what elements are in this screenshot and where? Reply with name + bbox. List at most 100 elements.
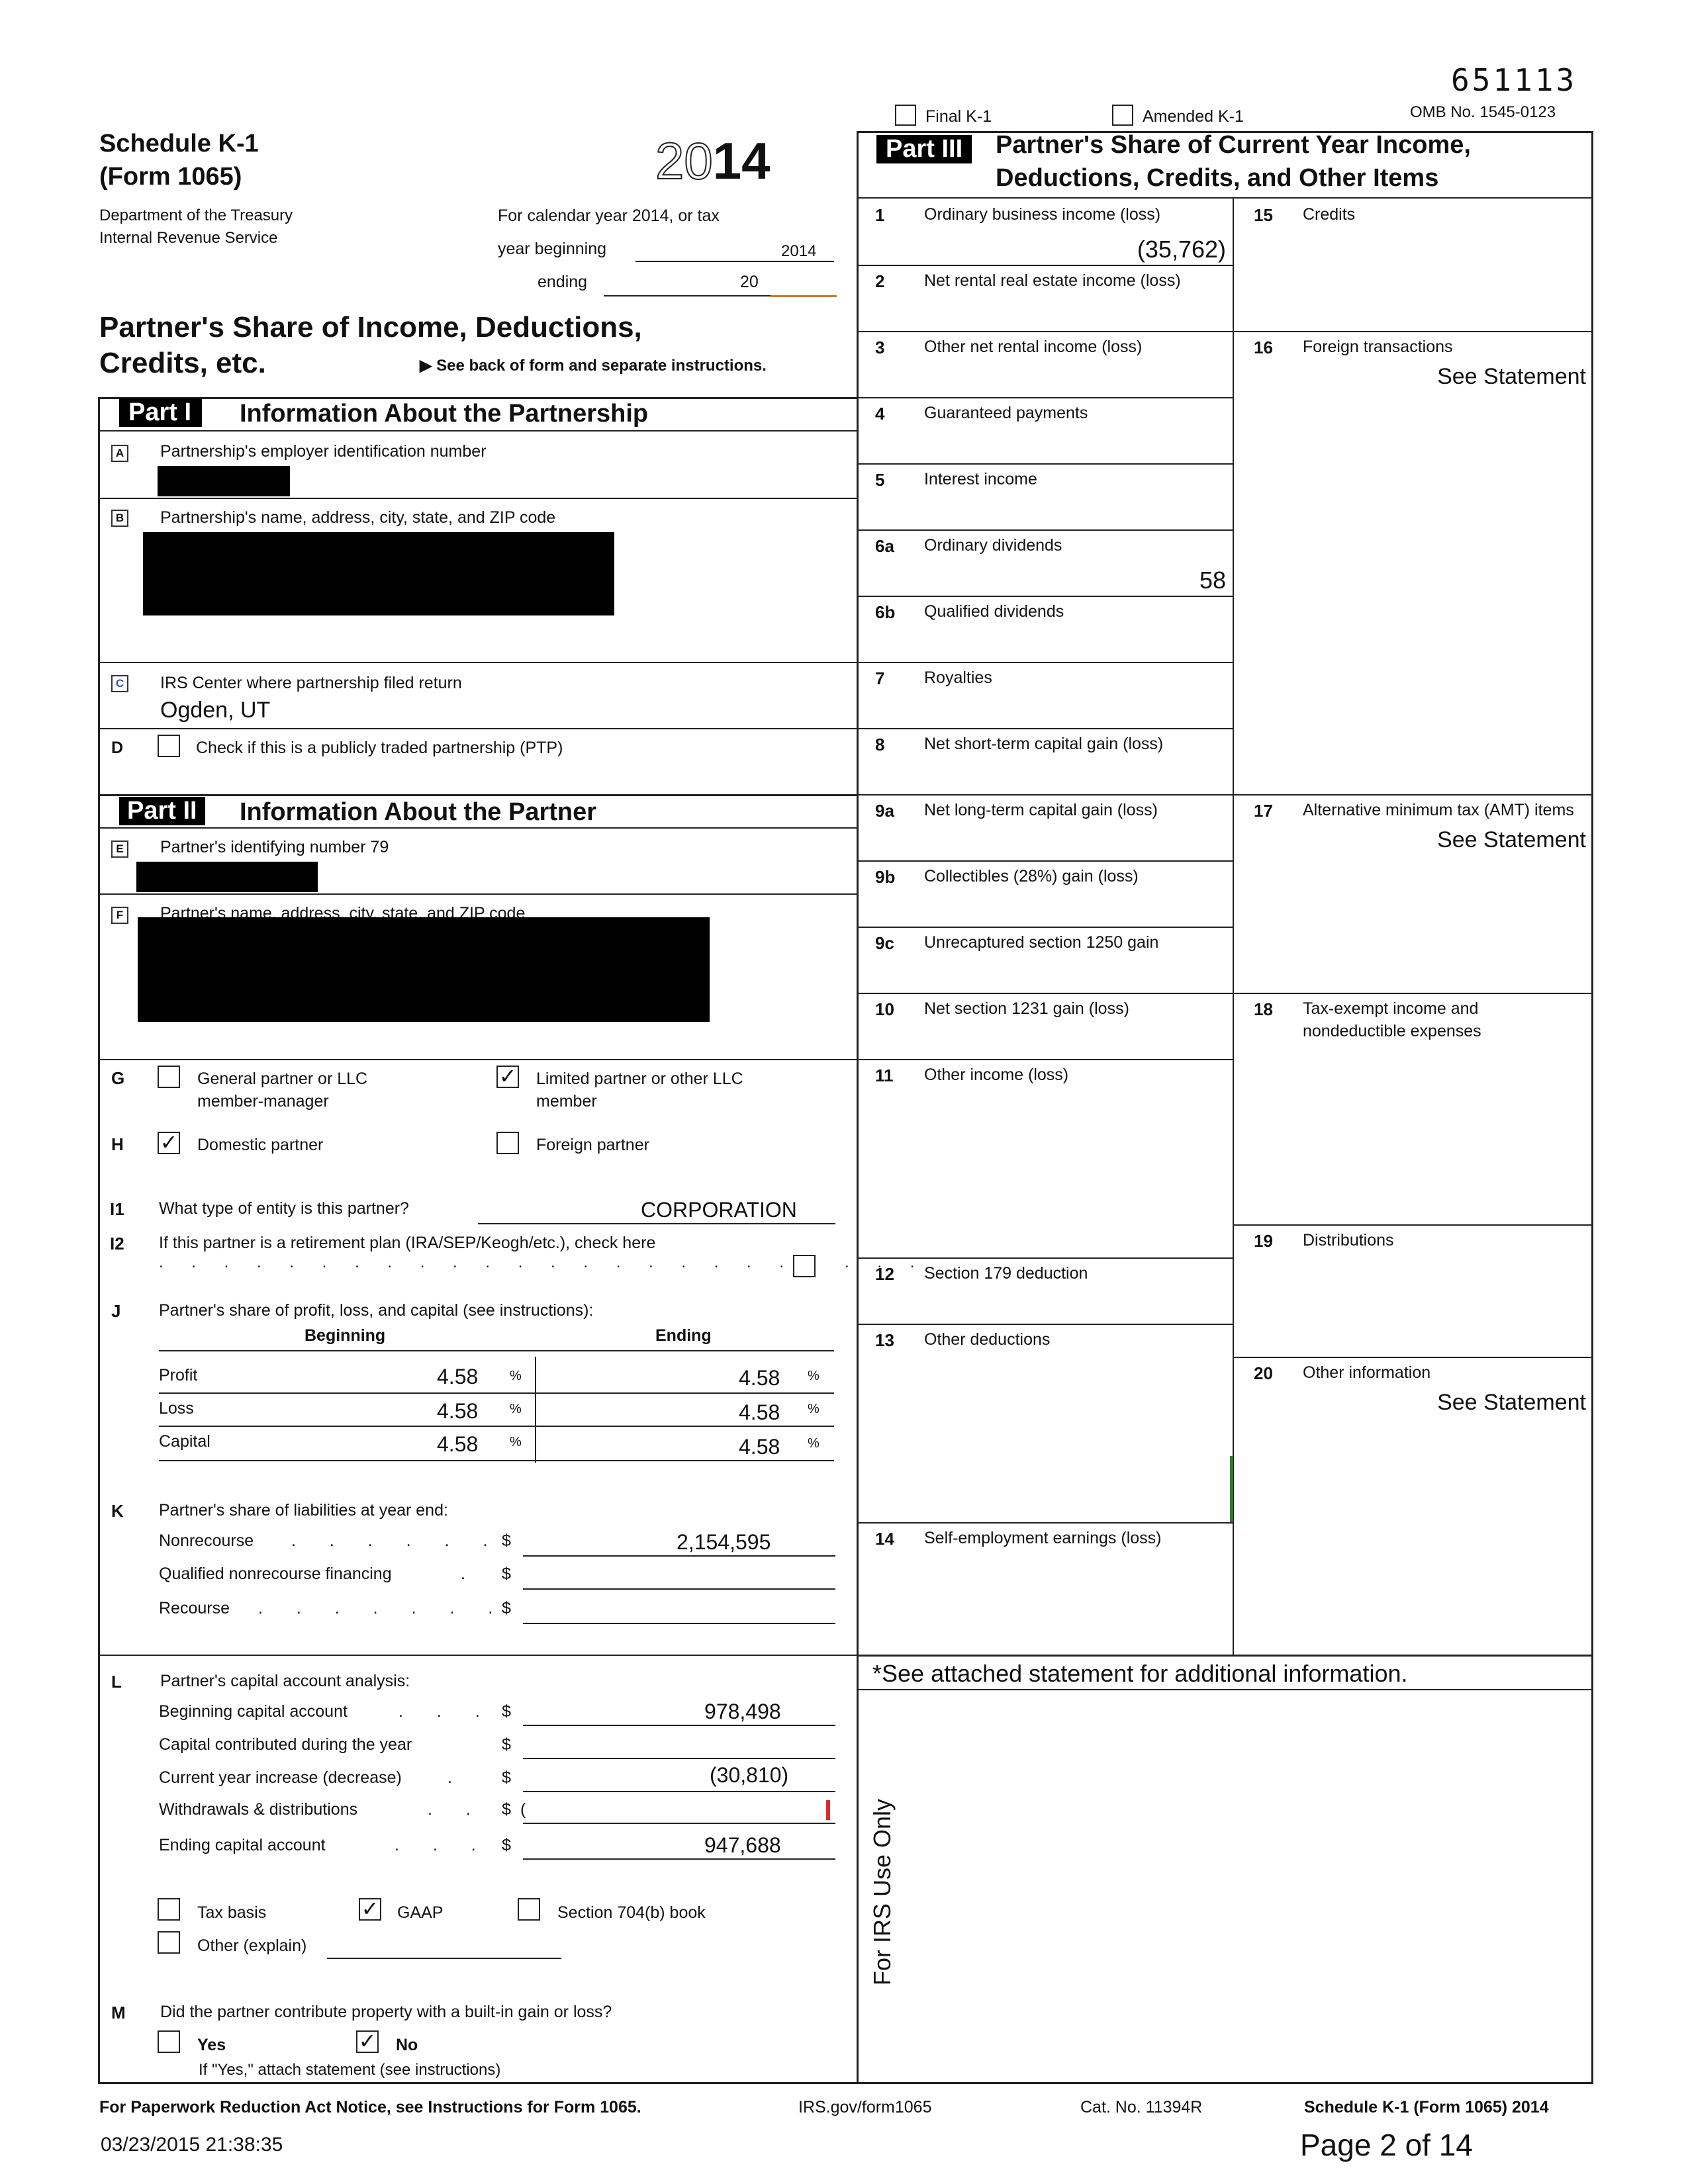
other-explain-checkbox[interactable] — [158, 1931, 180, 1954]
box-7-number: 7 — [875, 668, 885, 688]
retirement-plan-leader: . . . . . . . . . . . . . . . . . . . . … — [159, 1253, 927, 1271]
ptp-letter: D — [111, 739, 124, 757]
calendar-year-text: For calendar year 2014, or tax — [498, 206, 720, 225]
share-ending-header: Ending — [655, 1326, 712, 1345]
beginning-capital-value: 978,498 — [704, 1700, 781, 1723]
k-letter: K — [111, 1501, 124, 1521]
withdrawals-leader: . . — [428, 1800, 485, 1819]
box-12-number: 12 — [875, 1264, 894, 1284]
built-in-gain-note: If "Yes," attach statement (see instruct… — [199, 2061, 501, 2079]
l-letter: L — [111, 1672, 122, 1692]
partner-address-redacted — [138, 917, 710, 1022]
share-label: Partner's share of profit, loss, and cap… — [159, 1301, 594, 1320]
year-beginning-label: year beginning — [498, 240, 607, 258]
ending-value: 20 — [740, 273, 759, 291]
catalog-number: Cat. No. 11394R — [1080, 2098, 1203, 2116]
irs-center-label: IRS Center where partnership filed retur… — [160, 674, 462, 692]
box-3-rule — [857, 397, 1234, 398]
section-704b-checkbox[interactable] — [518, 1898, 540, 1921]
retirement-plan-label: If this partner is a retirement plan (IR… — [159, 1234, 656, 1252]
nonrecourse-leader: . . . . . . — [291, 1531, 502, 1550]
box-16-label: Foreign transactions — [1303, 338, 1453, 356]
box-6a-number: 6a — [875, 536, 894, 556]
box-9b-rule — [857, 927, 1234, 928]
footer-schedule: Schedule K-1 (Form 1065) 2014 — [1304, 2098, 1549, 2116]
box-10-label: Net section 1231 gain (loss) — [924, 999, 1129, 1018]
amended-k1-checkbox[interactable] — [1112, 105, 1133, 126]
built-in-gain-no-label: No — [396, 2036, 418, 2054]
share-profit-begin: 4.58 — [437, 1365, 479, 1388]
box-16-number: 16 — [1254, 338, 1273, 357]
box-9c-number: 9c — [875, 933, 894, 953]
built-in-gain-yes-checkbox[interactable] — [158, 2030, 180, 2053]
other-explain-label: Other (explain) — [197, 1936, 307, 1955]
timestamp: 03/23/2015 21:38:35 — [101, 2134, 283, 2156]
nonrecourse-line — [523, 1555, 835, 1557]
box-18-label: Tax-exempt income and — [1303, 999, 1479, 1018]
box-1-label: Ordinary business income (loss) — [924, 205, 1161, 224]
final-k1-checkbox[interactable] — [895, 105, 916, 126]
box13-14-divider-accent — [1230, 1456, 1233, 1522]
box-6b-number: 6b — [875, 602, 896, 622]
part3-tag: Part III — [876, 135, 972, 163]
tax-year-prefix: 20 — [655, 131, 714, 191]
part2-title: Information About the Partner — [240, 798, 597, 826]
ptp-checkbox[interactable] — [158, 735, 180, 757]
box-14-label: Self-employment earnings (loss) — [924, 1529, 1162, 1547]
domestic-partner-checkbox[interactable]: ✓ — [158, 1132, 180, 1154]
box-13-label: Other deductions — [924, 1330, 1051, 1349]
badge-c: C — [111, 675, 128, 692]
other-explain-line — [327, 1958, 561, 1959]
share-capital-end: 4.58 — [739, 1435, 780, 1459]
built-in-gain-no-checkbox[interactable]: ✓ — [356, 2030, 379, 2053]
part3-bottom-rule — [857, 1655, 1593, 1657]
m-letter: M — [111, 2003, 126, 2023]
amended-k1-label: Amended K-1 — [1143, 107, 1244, 126]
share-profit-end: 4.58 — [739, 1366, 780, 1390]
foreign-partner-checkbox[interactable] — [496, 1132, 519, 1154]
limited-partner-label-2: member — [536, 1092, 597, 1111]
g-letter: G — [111, 1068, 125, 1088]
general-partner-checkbox[interactable] — [158, 1066, 180, 1088]
box-10-rule — [857, 1059, 1234, 1060]
built-in-gain-yes-label: Yes — [197, 2036, 226, 2054]
foreign-partner-label: Foreign partner — [536, 1136, 649, 1154]
retirement-plan-checkbox[interactable] — [793, 1255, 816, 1277]
box-10-number: 10 — [875, 999, 894, 1019]
box-4-number: 4 — [875, 404, 885, 424]
badge-f: F — [111, 907, 128, 924]
withdrawals-line — [523, 1823, 835, 1824]
irs-use-only-label: For IRS Use Only — [868, 1798, 896, 1985]
general-partner-label-2: member-manager — [197, 1092, 329, 1111]
year-beginning-line — [635, 261, 834, 262]
tax-year-suffix: 14 — [712, 132, 771, 190]
box-9a-number: 9a — [875, 801, 894, 821]
share-loss-begin-pct: % — [510, 1402, 522, 1416]
recourse-line — [523, 1623, 835, 1624]
box-7-rule — [857, 728, 1234, 729]
partnership-ein-redacted — [158, 466, 290, 496]
partnership-address-label: Partnership's name, address, city, state… — [160, 508, 556, 527]
form-url[interactable]: IRS.gov/form1065 — [798, 2098, 932, 2116]
box-6a-label: Ordinary dividends — [924, 536, 1062, 555]
withdrawals-close-paren — [826, 1800, 830, 1820]
year-beginning-value: 2014 — [781, 242, 817, 260]
row-rule-c — [98, 728, 858, 729]
gaap-checkbox[interactable]: ✓ — [359, 1898, 381, 1921]
nonrecourse-label: Nonrecourse — [159, 1531, 254, 1550]
share-loss-rule — [159, 1426, 834, 1427]
limited-partner-checkbox[interactable]: ✓ — [496, 1066, 519, 1088]
capital-contributed-line — [523, 1758, 835, 1759]
ending-capital-line — [523, 1858, 835, 1860]
part1-rule — [98, 430, 858, 432]
ptp-label: Check if this is a publicly traded partn… — [196, 739, 563, 757]
withdrawals-dollar: $ — [502, 1800, 511, 1819]
qualified-nonrecourse-leader: . — [461, 1565, 465, 1583]
j-letter: J — [111, 1301, 121, 1321]
part1-bottom-rule — [98, 794, 858, 796]
schedule-title: Schedule K-1 — [99, 130, 259, 158]
tax-basis-checkbox[interactable] — [158, 1898, 180, 1921]
capital-analysis-label: Partner's capital account analysis: — [160, 1672, 410, 1690]
part2-rule — [98, 827, 858, 829]
box-20-number: 20 — [1254, 1363, 1273, 1383]
